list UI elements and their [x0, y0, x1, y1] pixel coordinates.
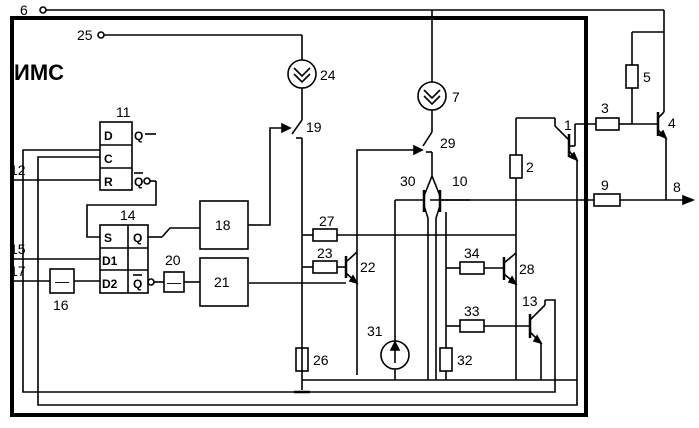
current-source-7 — [418, 82, 446, 132]
label-30: 30 — [400, 173, 416, 189]
label-11: 11 — [116, 104, 131, 120]
transistor-28 — [504, 253, 516, 284]
label-26: 26 — [313, 352, 329, 368]
label-23: 23 — [317, 245, 333, 261]
resistor-23 — [313, 261, 337, 273]
resistor-33 — [460, 320, 484, 332]
pin-14-qbar: Q — [133, 277, 142, 291]
resistor-34 — [460, 262, 484, 274]
pin-11-qbar: Q — [134, 175, 143, 189]
terminal-25 — [98, 32, 104, 38]
current-source-24 — [288, 60, 316, 112]
label-22: 22 — [360, 259, 376, 275]
label-16: 16 — [53, 297, 69, 313]
label-31: 31 — [367, 323, 383, 339]
label-32: 32 — [457, 352, 473, 368]
label-1: 1 — [564, 117, 572, 133]
label-27: 27 — [319, 213, 335, 229]
label-15: 15 — [10, 241, 26, 257]
pin-11-r: R — [104, 175, 113, 189]
label-19: 19 — [306, 119, 322, 135]
resistor-27 — [313, 229, 337, 241]
pin-11-d: D — [104, 129, 113, 143]
pin-11-q: Q — [134, 129, 143, 143]
label-2: 2 — [526, 159, 534, 175]
pin-11-c: C — [104, 152, 113, 166]
label-14: 14 — [120, 207, 136, 223]
label-7: 7 — [452, 89, 460, 105]
current-source-31 — [381, 341, 409, 380]
resistor-3 — [596, 118, 619, 130]
label-4: 4 — [668, 115, 676, 131]
chip-title: ИМС — [14, 60, 64, 85]
label-9: 9 — [601, 177, 609, 193]
label-25: 25 — [77, 27, 93, 43]
label-20: 20 — [165, 252, 181, 268]
transistor-22 — [346, 252, 357, 283]
switch-29 — [423, 132, 432, 176]
resistor-9 — [594, 194, 620, 206]
inverter-20-symbol: — — [167, 274, 181, 290]
terminal-6 — [40, 7, 664, 112]
label-5: 5 — [643, 69, 651, 85]
transistor-10 — [432, 176, 470, 380]
transistor-1 — [555, 118, 577, 380]
resistor-32 — [440, 348, 452, 371]
pin-14-d1: D1 — [102, 254, 118, 268]
label-8: 8 — [673, 179, 681, 195]
chip-boundary — [12, 18, 586, 415]
resistor-2 — [510, 155, 522, 178]
label-28: 28 — [519, 261, 535, 277]
pin-14-q: Q — [133, 231, 142, 245]
pin-14-s: S — [104, 231, 112, 245]
label-33: 33 — [464, 303, 480, 319]
inverter-16-symbol: — — [55, 273, 69, 289]
label-21: 21 — [214, 274, 230, 290]
label-18: 18 — [215, 217, 231, 233]
label-24: 24 — [320, 67, 336, 83]
label-13: 13 — [522, 293, 538, 309]
transistor-4 — [632, 112, 666, 200]
label-12: 12 — [10, 162, 26, 178]
label-6: 6 — [20, 2, 28, 18]
transistor-30 — [395, 176, 432, 380]
pin-14-d2: D2 — [102, 277, 118, 291]
output-arrow — [683, 196, 693, 204]
transistor-13 — [530, 300, 545, 380]
label-3: 3 — [601, 100, 609, 116]
label-34: 34 — [464, 245, 480, 261]
label-10: 10 — [452, 173, 468, 189]
label-17: 17 — [10, 263, 26, 279]
label-29: 29 — [440, 135, 456, 151]
resistor-5 — [626, 65, 638, 88]
